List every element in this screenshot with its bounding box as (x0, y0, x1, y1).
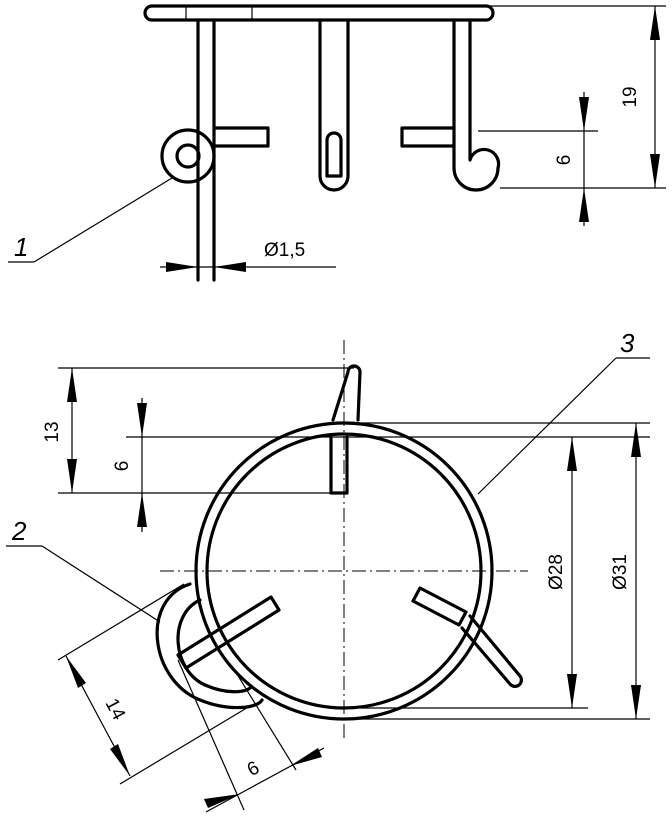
ring-band (143, 4, 495, 22)
side-view: 19 6 Ø1,5 1 (8, 4, 666, 282)
arrowhead (137, 493, 147, 527)
ext-line (57, 583, 185, 661)
callout-1: 1 (14, 232, 28, 262)
arrowhead (66, 656, 86, 688)
ext-line (177, 659, 245, 811)
top-view: 13 6 Ø28 Ø31 14 6 (6, 328, 650, 813)
loop-outer (155, 582, 264, 710)
arrowhead (137, 403, 147, 437)
dim-13: 13 (42, 421, 63, 442)
inner-ring (205, 432, 483, 710)
right-leg (452, 18, 501, 192)
left-loop-inner (175, 143, 201, 169)
leader-3 (477, 357, 617, 495)
callout-3: 3 (620, 328, 635, 358)
dim-outer-diameter: Ø31 (610, 554, 631, 590)
arrowhead (579, 97, 589, 131)
right-leg (460, 614, 523, 688)
left-tab (212, 126, 270, 148)
dim-wire-diameter: Ø1,5 (264, 240, 305, 261)
arrowhead (67, 459, 77, 493)
top-tab-tip (331, 364, 362, 422)
ext-line (231, 665, 297, 771)
arrowhead (567, 437, 577, 471)
arrowhead (110, 744, 130, 776)
dim-6-tab: 6 (112, 461, 133, 472)
middle-leg (318, 18, 350, 192)
dim-inner-diameter: Ø28 (546, 554, 567, 590)
dim-6-side: 6 (554, 155, 575, 166)
callout-2: 2 (11, 516, 27, 546)
arrowhead (290, 748, 322, 766)
dim-6-loop: 6 (244, 757, 263, 781)
right-tab (411, 586, 468, 627)
left-loop (160, 128, 216, 184)
loop-inner (176, 598, 252, 694)
right-tab (400, 126, 456, 148)
arrowhead (67, 368, 77, 402)
leader-2 (41, 545, 161, 623)
arrowhead (650, 154, 660, 188)
arrowhead (579, 188, 589, 222)
dim-14: 14 (101, 695, 130, 724)
ext-line (119, 705, 251, 785)
arrowhead (214, 262, 246, 272)
top-tab (329, 435, 349, 495)
middle-leg-inner (325, 131, 343, 178)
arrowhead (650, 6, 660, 40)
arrowhead (631, 685, 641, 719)
lower-left-tab (176, 595, 281, 670)
arrowhead (204, 794, 240, 808)
arrowhead (631, 423, 641, 457)
arrowhead (166, 262, 198, 272)
arrowhead (567, 674, 577, 708)
leader-1 (33, 177, 173, 263)
dim-19: 19 (620, 86, 641, 107)
